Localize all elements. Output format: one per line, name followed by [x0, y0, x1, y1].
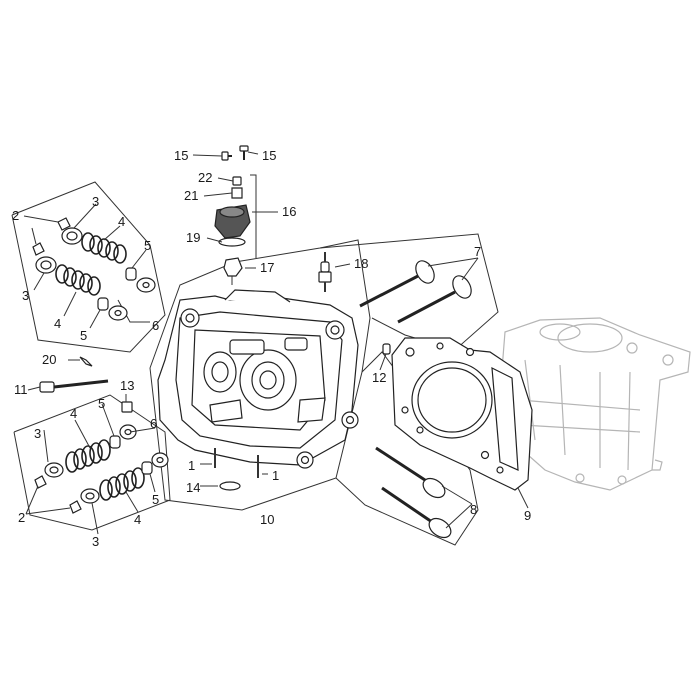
- studs: [200, 448, 268, 478]
- callout-4-upper-a: 4: [118, 214, 125, 229]
- callout-19: 19: [186, 230, 200, 245]
- pin-20: [79, 356, 93, 367]
- callout-12: 12: [372, 370, 386, 385]
- callout-7: 7: [474, 244, 481, 259]
- callout-9: 9: [524, 508, 531, 523]
- intake-valves: [359, 260, 472, 324]
- callout-20: 20: [42, 352, 56, 367]
- callout-17: 17: [260, 260, 274, 275]
- callout-15-left: 15: [174, 148, 188, 163]
- callout-21: 21: [184, 188, 198, 203]
- callout-3-lower-a: 3: [34, 426, 41, 441]
- thermostat-assembly: [214, 145, 251, 285]
- sleeve-13: [121, 401, 133, 413]
- callout-16: 16: [282, 204, 296, 219]
- dowel-pin: [382, 343, 391, 355]
- callout-3-upper-b: 3: [22, 288, 29, 303]
- upper-valve-parts: [32, 217, 156, 321]
- head-gasket: [391, 337, 533, 491]
- group-outlines: [11, 174, 499, 546]
- oring-14: [219, 481, 241, 491]
- callout-1-right: 1: [272, 468, 279, 483]
- callout-4-lower-b: 4: [134, 512, 141, 527]
- callout-5-lower-b: 5: [152, 492, 159, 507]
- callout-5-lower-a: 5: [98, 396, 105, 411]
- callout-18: 18: [354, 256, 368, 271]
- callout-1-left: 1: [188, 458, 195, 473]
- callout-3-lower-b: 3: [92, 534, 99, 549]
- callout-4-lower-a: 4: [70, 406, 77, 421]
- cylinder-head: [157, 289, 359, 469]
- callout-22: 22: [198, 170, 212, 185]
- lower-valve-parts: [34, 424, 169, 514]
- callout-labels: 15 15 22 21 16 19 17 18 7 2 3 4 5 3 4 5 …: [12, 148, 531, 549]
- callout-2-lower: 2: [18, 510, 25, 525]
- callout-3-upper-a: 3: [92, 194, 99, 209]
- callout-6-lower: 6: [150, 416, 157, 431]
- callout-15-right: 15: [262, 148, 276, 163]
- callout-6-upper: 6: [152, 318, 159, 333]
- callout-8: 8: [470, 502, 477, 517]
- head-bolt: [39, 379, 109, 393]
- callout-2-upper: 2: [12, 208, 19, 223]
- spark-plug: [318, 252, 332, 292]
- callout-10: 10: [260, 512, 274, 527]
- leader-lines: [23, 151, 529, 535]
- callout-13: 13: [120, 378, 134, 393]
- callout-14: 14: [186, 480, 200, 495]
- callout-11: 11: [14, 382, 28, 397]
- callout-5-upper-a: 5: [144, 238, 151, 253]
- callout-5-upper-b: 5: [80, 328, 87, 343]
- exhaust-valves: [375, 446, 452, 539]
- callout-4-upper-b: 4: [54, 316, 61, 331]
